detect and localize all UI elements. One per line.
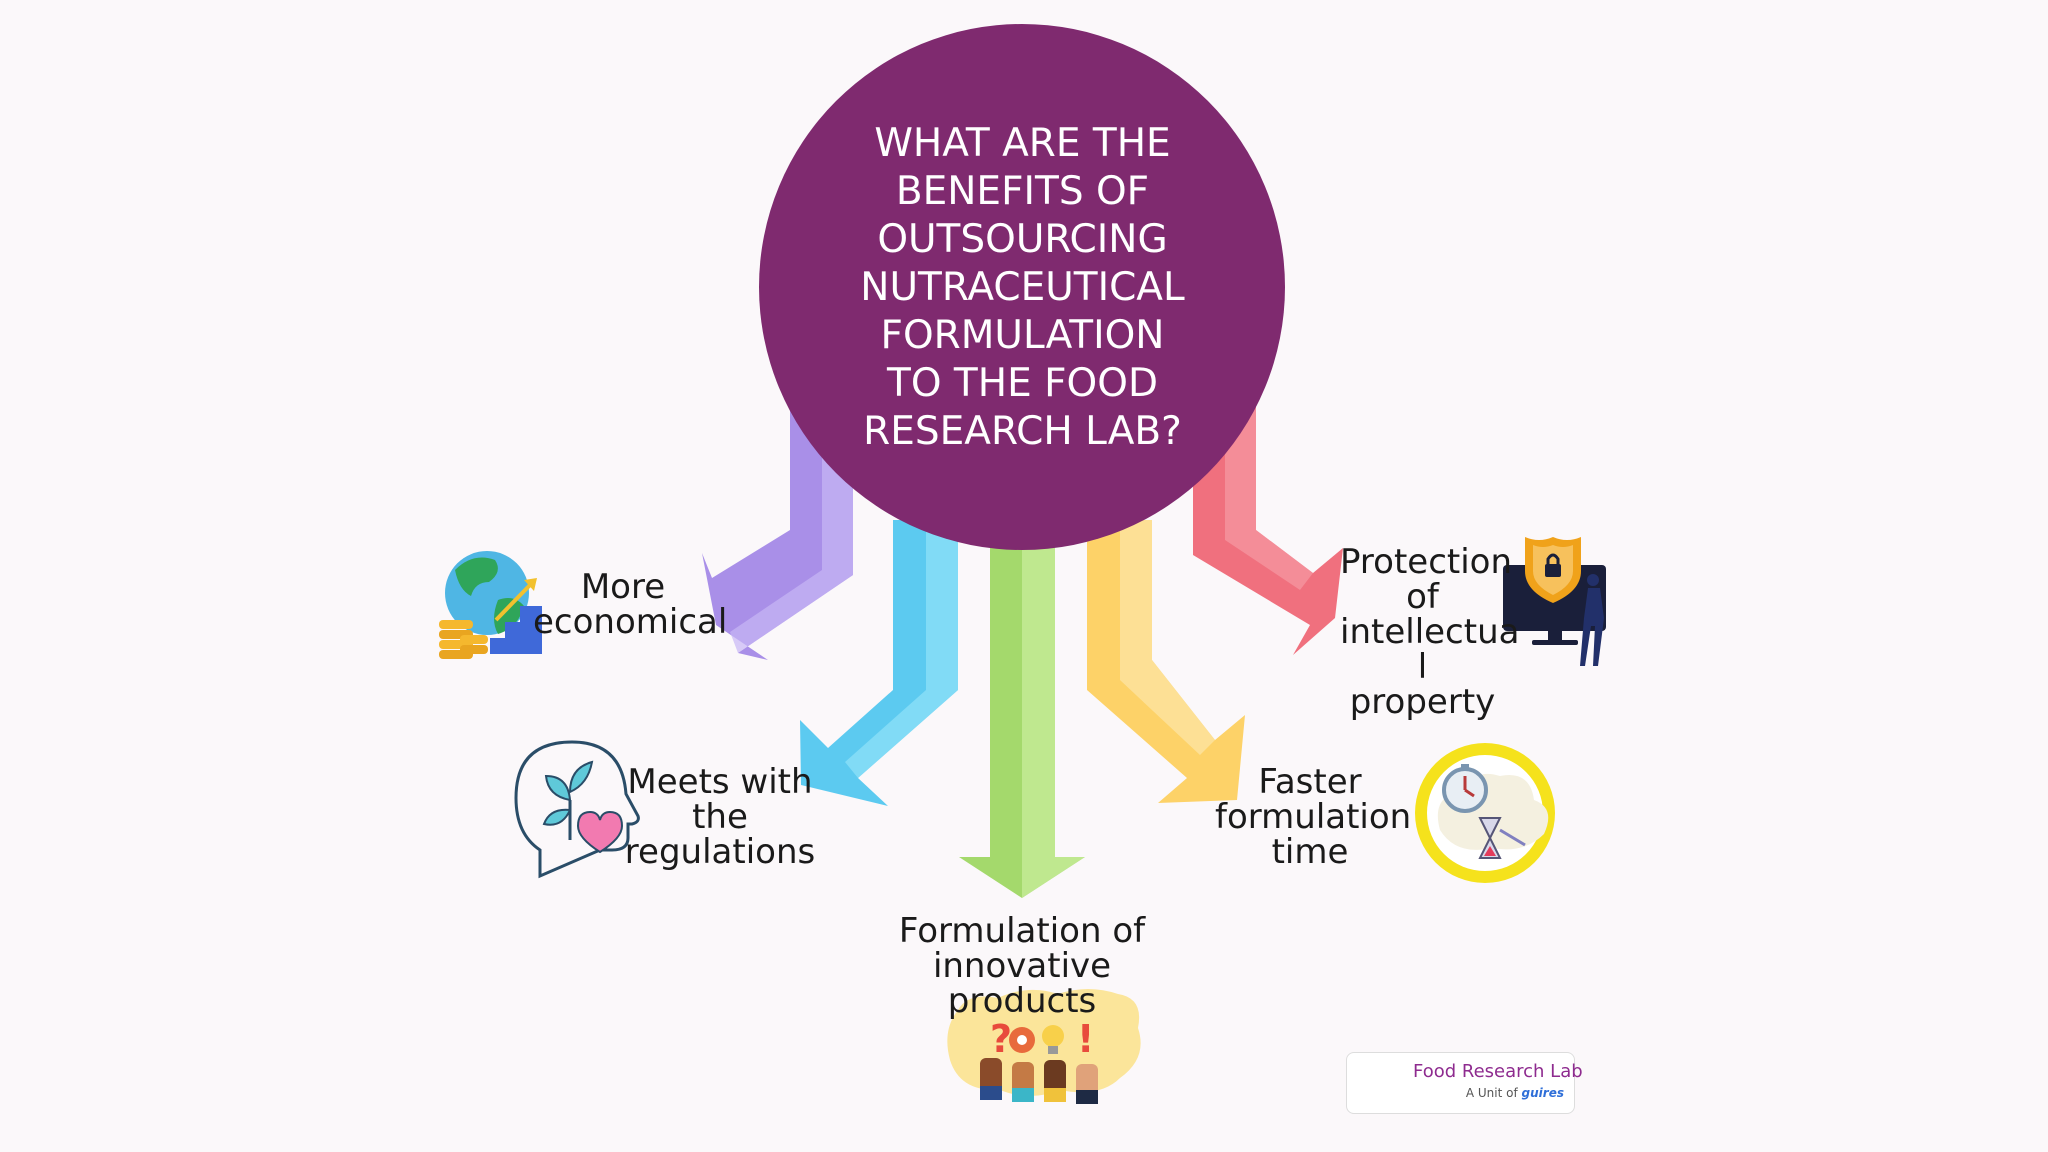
svg-text:!: ! [1077, 1017, 1094, 1061]
benefit-innovative-label: Formulation of innovative products [892, 914, 1152, 1019]
title-line: NUTRACEUTICAL [860, 265, 1185, 310]
title-line: RESEARCH LAB? [863, 409, 1182, 454]
mind-heart-plant-icon [514, 740, 640, 879]
benefit-line: of [1406, 577, 1439, 617]
benefit-line: Meets with [627, 762, 813, 802]
logo-name: Food Research Lab [1413, 1061, 1583, 1082]
center-circle [759, 24, 1285, 550]
benefit-line: More [580, 567, 666, 607]
benefit-line: economical [533, 602, 728, 642]
title-line: OUTSOURCING [877, 217, 1168, 262]
ideas-hands-icon: ? ! [947, 989, 1141, 1104]
benefit-line: Formulation of [898, 911, 1146, 951]
stopwatch-hourglass-icon [1415, 743, 1555, 883]
security-shield-monitor-icon [1503, 537, 1606, 666]
title-line: TO THE FOOD [887, 361, 1158, 406]
benefit-line: the [692, 797, 748, 837]
benefit-faster-label: Faster formulation time [1215, 762, 1412, 872]
benefit-line: intellectua [1340, 612, 1520, 652]
benefit-ip-label: Protection of intellectua l property [1340, 542, 1520, 722]
title-line: WHAT ARE THE [874, 121, 1171, 166]
benefit-line: Protection [1340, 542, 1513, 582]
arrow-ip [1193, 405, 1343, 655]
arrow-economical [702, 405, 853, 660]
arrow-faster-shade [1120, 520, 1215, 755]
arrow-ip-shade [1225, 405, 1313, 590]
svg-text:?: ? [990, 1017, 1012, 1061]
title-line: FORMULATION [880, 313, 1165, 358]
benefit-economical-label: More economical [533, 567, 728, 642]
arrow-faster [1087, 520, 1245, 803]
arrow-regulations [800, 520, 958, 806]
arrow-economical-shade [730, 405, 853, 653]
main-title: WHAT ARE THE BENEFITS OF OUTSOURCING NUT… [845, 120, 1200, 456]
benefit-regulations-label: Meets with the regulations [620, 765, 820, 870]
logo-tagline-prefix: A Unit of [1465, 1086, 1518, 1100]
arrow-innovative-shade [1022, 545, 1085, 898]
logo-tagline-brand: guires [1521, 1086, 1564, 1100]
benefit-line: time [1271, 832, 1349, 872]
title-line: BENEFITS OF [895, 169, 1150, 214]
food-research-lab-logo: Food Research Lab A Unit of guires [1346, 1052, 1583, 1114]
benefit-line: Faster [1258, 762, 1362, 802]
logo-tagline: A Unit of guires [1466, 1086, 1564, 1100]
benefit-line: formulation [1215, 797, 1412, 837]
benefit-line: l property [1349, 647, 1496, 722]
benefit-line: products [947, 981, 1097, 1021]
benefit-line: regulations [624, 832, 816, 872]
arrow-regulations-body [800, 520, 958, 806]
arrow-regulations-shade [845, 520, 958, 778]
arrow-innovative [959, 545, 1085, 898]
globe-coins-growth-icon [439, 551, 542, 659]
benefit-line: innovative [932, 946, 1112, 986]
